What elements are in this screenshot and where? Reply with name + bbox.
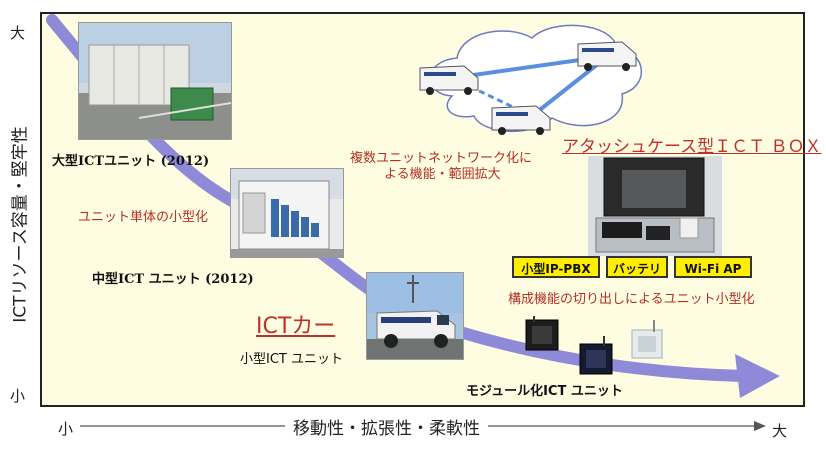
ict-box-heading: アタッシュケース型ＩＣＴ ＢＯＸ <box>562 132 822 157</box>
small-ict-unit-caption: 小型ICT ユニット <box>240 348 343 367</box>
chip-ip-pbx: 小型IP-PBX <box>512 256 600 278</box>
y-axis-bottom-label: 小 <box>10 385 25 406</box>
large-ict-unit-caption: 大型ICTユニット (2012) <box>52 150 209 169</box>
wifi-ap-device <box>680 218 698 238</box>
ip-pbx-device <box>602 222 642 238</box>
modular-units-photo <box>520 314 670 384</box>
medium-ict-unit-caption: 中型ICT ユニット (2012) <box>92 268 254 287</box>
chip-battery: バッテリ <box>606 256 668 278</box>
module-unit-icon <box>632 320 662 358</box>
ict-car-photo <box>366 272 464 360</box>
chip-wifi-ap: Wi-Fi AP <box>674 256 752 278</box>
medium-ict-unit-photo <box>230 168 344 258</box>
module-unit-icon <box>580 336 612 374</box>
network-note-line2: よる機能・範囲拡大 <box>384 163 501 182</box>
medium-unit-note: ユニット単体の小型化 <box>78 206 208 225</box>
box-note: 構成機能の切り出しによるユニット小型化 <box>508 288 755 307</box>
x-axis-left-label: 小 <box>58 418 73 439</box>
network-cloud <box>412 16 650 140</box>
large-ict-unit-photo <box>78 22 232 140</box>
y-axis: ICTリソース容量・堅牢性 <box>8 20 34 410</box>
modular-ict-unit-caption: モジュール化ICT ユニット <box>466 380 623 399</box>
ict-car-heading: ICTカー <box>256 308 335 340</box>
module-unit-icon <box>526 316 558 350</box>
x-axis-label: 移動性・拡張性・柔軟性 <box>285 414 488 439</box>
x-axis-right-label: 大 <box>772 420 787 441</box>
battery-device <box>646 226 670 240</box>
y-axis-label: ICTリソース容量・堅牢性 <box>4 45 33 405</box>
ict-box-photo <box>588 156 722 256</box>
